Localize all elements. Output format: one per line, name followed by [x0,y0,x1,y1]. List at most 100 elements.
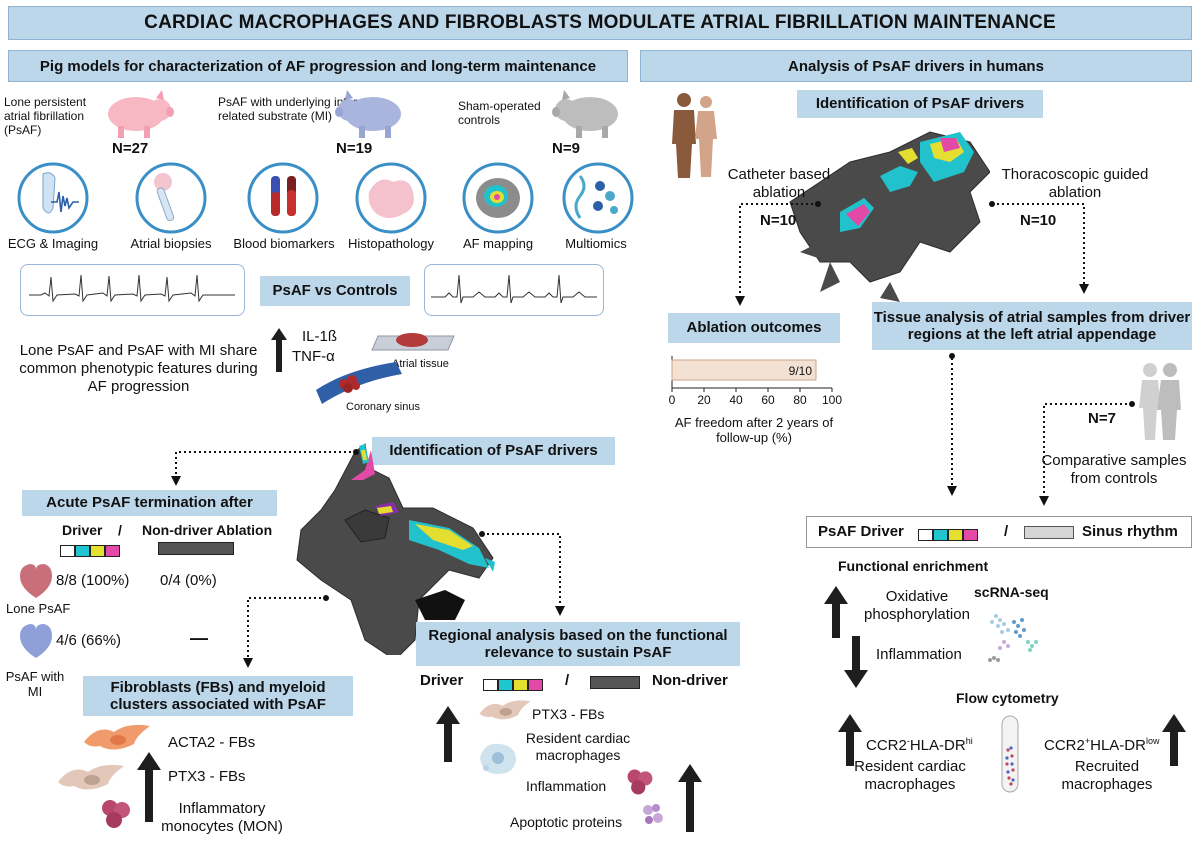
thoraco-label: Thoracoscopic guided ablation [1001,166,1149,201]
dotted-arrow-to-acute [170,448,360,493]
ccr2neg-up-arrow [838,714,862,771]
multiomics-icon [560,162,636,239]
scrna-label: scRNA-seq [974,584,1049,600]
fibroblasts-box: Fibroblasts (FBs) and myeloid clusters a… [83,676,353,716]
cytokine-tnfa: TNF-α [292,348,335,365]
inflammation-cells-icon [624,766,656,803]
regional-item-inflammation: Inflammation [526,778,607,794]
fb-item-acta2: ACTA2 - FBs [168,734,256,751]
mi-nondriver-value: — [190,628,208,648]
histopathology-icon [353,162,429,239]
pig-atrial-map [285,440,505,661]
ptx3-fb-cell-icon [56,762,126,803]
ecg-strip-sinus [424,264,604,316]
atrial-tissue-label: Atrial tissue [392,358,449,370]
chart-x-tick-label: 80 [793,393,807,406]
functional-enrichment-label: Functional enrichment [838,558,989,574]
method-label-histo: Histopathology [348,236,434,251]
heart-icon-blue [18,620,54,665]
acute-driver-label: Driver [62,522,103,538]
sinus-legend [1024,526,1074,539]
psaf-driver-label: PsAF Driver [818,523,904,540]
nondriver-color-legend [158,542,234,555]
group-label-psaf-mi: PsAF with underlying infarct related sub… [218,95,367,123]
pig-icon-pink [98,88,176,145]
mi-driver-value: 4/6 (66%) [56,632,122,649]
fb-up-arrow-icon [137,752,161,827]
dotted-arrow-to-outcomes [732,198,822,315]
ablation-outcomes-box: Ablation outcomes [668,313,840,343]
regional-up-arrow-left [436,706,460,767]
right-section-header: Analysis of PsAF drivers in humans [640,50,1192,82]
inflammation-label-right: Inflammation [876,646,962,663]
chart-x-tick-label: 40 [729,393,743,406]
driver-vs-sinus-bar [806,516,1192,548]
psaf-vs-controls-box: PsAF vs Controls [260,276,410,306]
dotted-arrow-to-regional [478,528,578,625]
chart-x-tick-label: 100 [822,393,842,406]
pig-icon-blue [333,88,411,145]
macrophage-icon [474,738,520,783]
regional-up-arrow-right [678,764,702,837]
ccr2pos-up-arrow [1162,714,1186,771]
atrial-tissue-slide-icon [368,326,460,363]
sinus-rhythm-label: Sinus rhythm [1082,523,1178,540]
cytokine-il1b: IL-1ß [302,328,338,345]
regional-nondriver-label: Non-driver [652,672,728,689]
recruited-macrophages-label: Recruited macrophages [1061,758,1153,793]
inflammation-down-arrow [844,636,868,693]
controls-label: Comparative samples from controls [1041,452,1187,487]
ecg-strip-af [20,264,245,316]
regional-driver-label: Driver [420,672,464,689]
ecg-imaging-icon [15,162,91,239]
oxphos-label: Oxidative phosphorylation [864,588,970,623]
method-label-blood: Blood biomarkers [233,236,335,251]
human-atrial-map [780,122,991,307]
dotted-arrow-to-driver [942,352,962,507]
regional-analysis-box: Regional analysis based on the functiona… [416,622,740,666]
chart-data-label: 9/10 [789,364,813,378]
group-n-sham: N=9 [552,140,580,157]
catheter-label: Catheter based ablation [727,166,831,201]
left-section-header: Pig models for characterization of AF pr… [8,50,628,82]
regional-slash: / [565,672,570,689]
left-identification-box: Identification of PsAF drivers [372,437,615,465]
ccr2pos-label: CCR2+HLA-DRlow [1044,736,1160,754]
main-title: CARDIAC MACROPHAGES AND FIBROBLASTS MODU… [8,6,1192,40]
catheter-n: N=10 [760,212,797,229]
pig-icon-grey [550,88,628,145]
acute-slash: / [118,522,122,538]
ccr2neg-label: CCR2-HLA-DRhi [866,736,973,754]
driver-sinus-slash: / [1004,523,1009,540]
oxphos-up-arrow [824,586,848,643]
chart-bar [671,359,817,381]
regional-item-ptx3: PTX3 - FBs [532,706,605,722]
controls-n: N=7 [1088,410,1116,427]
acute-termination-box: Acute PsAF termination after [22,490,277,516]
shared-features-text: Lone PsAF and PsAF with MI share common … [19,342,258,395]
chart-x-label: AF freedom after 2 years of follow-up (%… [674,415,834,445]
acta2-fb-cell-icon [82,722,152,763]
af-mapping-icon [460,162,536,239]
control-figures-icon [1134,360,1186,447]
flow-tube-icon [996,714,1024,801]
scrna-umap-icon [978,602,1048,671]
lone-nondriver-value: 0/4 (0%) [160,572,217,589]
lone-psaf-label: Lone PsAF [6,601,71,616]
method-label-ecg: ECG & Imaging [7,236,99,251]
regional-item-apoptotic: Apoptotic proteins [510,814,623,830]
human-figures-icon [668,90,722,185]
apoptotic-protein-icon [638,800,668,835]
tissue-analysis-box: Tissue analysis of atrial samples from d… [872,302,1192,350]
dotted-arrow-to-fb [240,592,330,679]
thoraco-n: N=10 [1020,212,1057,229]
dotted-arrow-to-tissue [988,198,1098,303]
group-n-psaf-mi: N=19 [336,140,373,157]
blood-tube-icon [245,162,321,239]
flow-cytometry-label: Flow cytometry [956,690,1059,706]
coronary-sinus-icon [310,358,410,413]
chart-x-tick-label: 60 [761,393,775,406]
method-label-multiomics: Multiomics [565,236,627,251]
coronary-sinus-label: Coronary sinus [346,401,420,413]
